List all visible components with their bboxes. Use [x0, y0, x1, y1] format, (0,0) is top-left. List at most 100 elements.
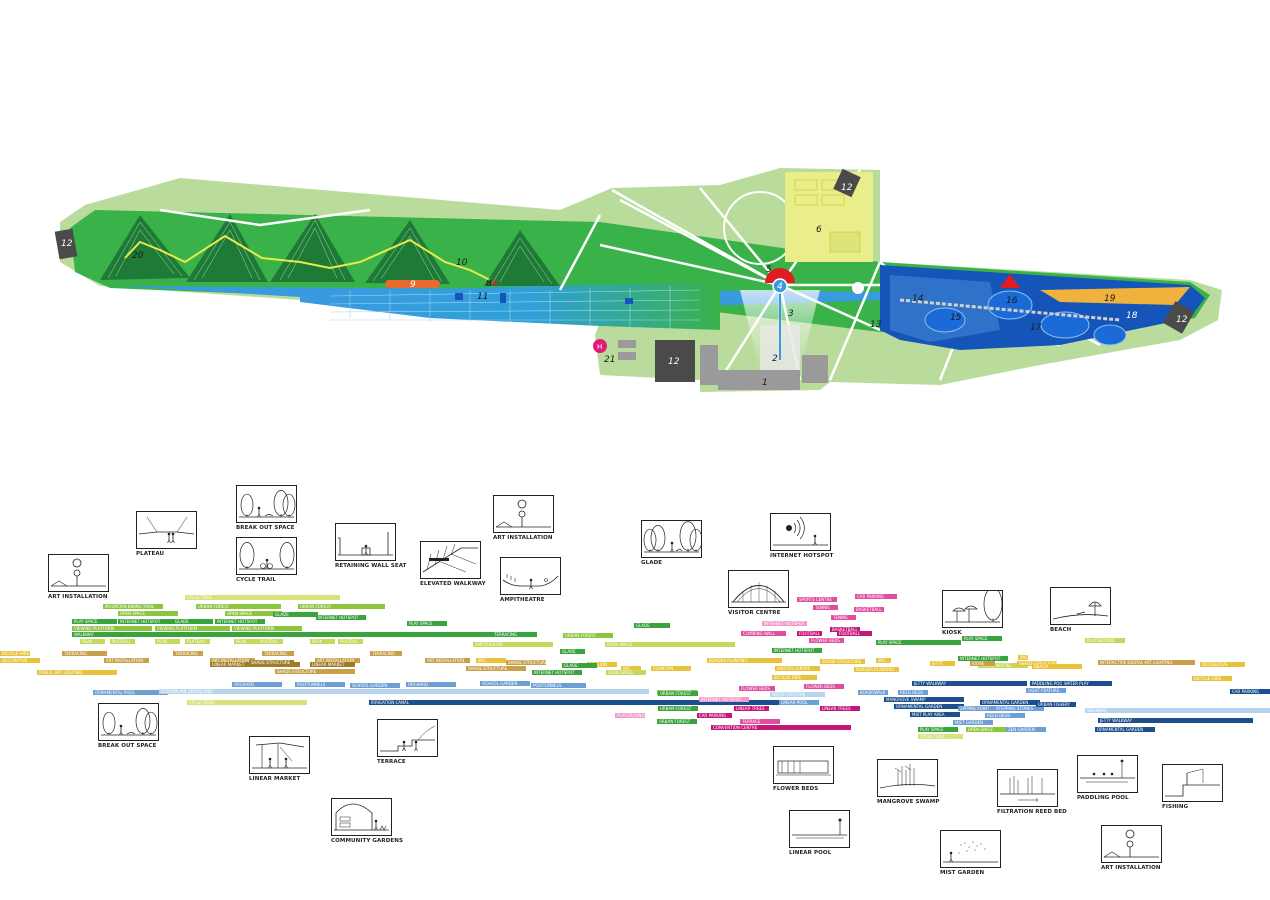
- programme-bar: PLATEAU: [258, 639, 283, 644]
- programme-bar: URBAN FOREST: [658, 706, 698, 711]
- zone-2: 2: [772, 354, 778, 364]
- programme-bar: ZIPPING POINT: [958, 706, 1003, 711]
- programme-bar: CYCLE TRAIL: [185, 595, 340, 600]
- programme-bar: ORNAMENTAL GARDEN: [980, 700, 1040, 705]
- vignette-label: MANGROVE SWAMP: [877, 799, 940, 805]
- programme-bar: ART INSTALLATION: [425, 658, 470, 663]
- sports-courts: [794, 179, 861, 253]
- hospital-h: H: [597, 343, 602, 351]
- programme-bar: CAR PARKING: [1230, 689, 1270, 694]
- programme-bar: OPEN SPACE: [605, 642, 735, 647]
- programme-bar: VISITOR CENTRE: [775, 666, 820, 671]
- visitor-centre-icon: [728, 570, 789, 608]
- programme-bar: MIST GARDEN: [953, 720, 993, 725]
- beach-icon: [1050, 587, 1111, 625]
- programme-bar: INTERNET HOTSPOT: [118, 619, 173, 624]
- programme-bar: POLYTUNNELS: [295, 682, 345, 687]
- vignette-label: INTERNET HOTSPOT: [770, 553, 834, 559]
- programme-bar: URBAN FOREST: [658, 691, 698, 696]
- zone-12-east: 12: [1176, 315, 1188, 325]
- programme-bar: ZEN GARDEN: [1006, 727, 1046, 732]
- programme-bar: GLADE: [634, 623, 670, 628]
- programme-bar: PLATEAU: [185, 639, 210, 644]
- programme-bar: W/C: [876, 658, 891, 663]
- vignette-label: KIOSK: [942, 630, 962, 636]
- zone-16: 16: [1006, 296, 1018, 306]
- programme-bar: GLADE: [173, 619, 213, 624]
- programme-bar: BASKETBALL: [854, 607, 884, 612]
- zone-3: 3: [788, 309, 794, 319]
- zone-9: 9: [410, 280, 416, 290]
- programme-bar: OPEN SPACE: [118, 611, 178, 616]
- zone-1: 1: [762, 378, 768, 388]
- programme-bar: TENNIS: [831, 615, 856, 620]
- programme-bar: CAR PARKING: [697, 713, 732, 718]
- programme-bar: PLAY SPACE: [962, 636, 1002, 641]
- ampitheatre-icon: [500, 557, 561, 595]
- vignette-label: BEACH: [1050, 627, 1072, 633]
- programme-bar: FOUNTAIN: [651, 666, 691, 671]
- zone-12-south: 12: [668, 357, 680, 367]
- vignette-label: PLATEAU: [136, 551, 165, 557]
- retaining-wall-seat-icon: [335, 523, 396, 561]
- zone-8: 8: [486, 279, 492, 289]
- programme-bar: PUBLIC ART LIGHTING: [37, 670, 117, 675]
- marker-8: [493, 281, 497, 285]
- break-out-space-icon: [98, 703, 159, 741]
- pool-block-1: [455, 293, 463, 300]
- buildings: [54, 168, 1195, 390]
- programme-bar: URBAN FOREST: [563, 633, 613, 638]
- programme-bar: VIEWING PLATFORM: [232, 626, 302, 631]
- programme-bar: DECORATIVE: [0, 658, 40, 663]
- programme-bar: PADDLING POOL: [1030, 681, 1085, 686]
- programme-bar: ORCHARD: [406, 682, 456, 687]
- programme-bar: BICYCLE HIRE: [0, 651, 30, 656]
- internet-hotspot-icon: [770, 513, 831, 551]
- cycle-trail-icon: [236, 537, 297, 575]
- programme-bar: OPEN SPACE: [225, 611, 282, 616]
- vignette-label: MIST GARDEN: [940, 870, 985, 876]
- programme-bar: SHADE STRUCTURE: [466, 666, 526, 671]
- vignette-label: GLADE: [641, 560, 663, 566]
- programme-bar: MANGROVE SWAMP: [884, 697, 964, 702]
- programme-bar: LIGHT FEATURE: [1026, 688, 1066, 693]
- art-installation-icon: [1101, 825, 1162, 863]
- programme-bar: BEACH: [1032, 664, 1082, 669]
- programme-bar: GLADE: [560, 649, 585, 654]
- programme-bar: CYCLE TRAIL: [918, 734, 963, 739]
- programme-bar: URBAN FOREST: [298, 604, 385, 609]
- programme-bar: W/C: [621, 666, 641, 671]
- programme-bar: PEAK: [80, 639, 105, 644]
- vignette-label: LINEAR MARKET: [249, 776, 301, 782]
- vignette-label: FISHING: [1162, 804, 1189, 810]
- break-out-space-icon: [236, 485, 297, 523]
- programme-bar: BORDER PLANTING: [707, 658, 782, 663]
- programme-bar: POLYTUNNELS: [531, 683, 586, 688]
- programme-bar: ORNAMENTAL GARDEN: [894, 704, 964, 709]
- vignette-label: TERRACE: [377, 759, 406, 765]
- programme-bar: ORNAMENTAL GARDEN: [1095, 727, 1155, 732]
- programme-bar: IRRIGATION CANAL: [369, 700, 779, 705]
- programme-bar: TERRACING: [262, 651, 294, 656]
- programme-bar: ART INSTALLATION: [210, 658, 255, 663]
- programme-bar: PLAY SPACE: [72, 619, 117, 624]
- programme-bar: SHADE STRUCTURE: [1017, 661, 1057, 666]
- programme-bar: AMPHITHEATRE: [978, 663, 1028, 668]
- zone-17: 17: [1030, 323, 1042, 333]
- programme-bar: SHADE STRUCTURE: [249, 660, 294, 665]
- programme-bar: BICYCLE HIRE: [772, 675, 817, 680]
- programme-bar: FOOTBALL: [797, 631, 822, 636]
- orange-pavilion-9: [385, 280, 440, 288]
- programme-bar: INTERNET HOTSPOT: [699, 697, 749, 702]
- programme-bar: PEAK: [155, 639, 180, 644]
- jetty-walkway: [899, 298, 1121, 322]
- programme-bar: ORNAMENTAL POOL: [93, 690, 168, 695]
- vignette-label: VISITOR CENTRE: [728, 610, 781, 616]
- zone-6: 6: [816, 225, 822, 235]
- programme-bar: CONVENTION CENTRE: [711, 725, 851, 730]
- zone-number-labels: 1 2 3 4 5 6 8 9 10 11 12 12 12 12 13 14 …: [61, 183, 1188, 388]
- programme-bar: CAR PARKING: [855, 594, 897, 599]
- programme-bar: PLAY SPACE: [407, 621, 447, 626]
- programme-bar: JETTY WALKWAY: [1098, 718, 1253, 723]
- programme-bar: PEAK: [310, 639, 335, 644]
